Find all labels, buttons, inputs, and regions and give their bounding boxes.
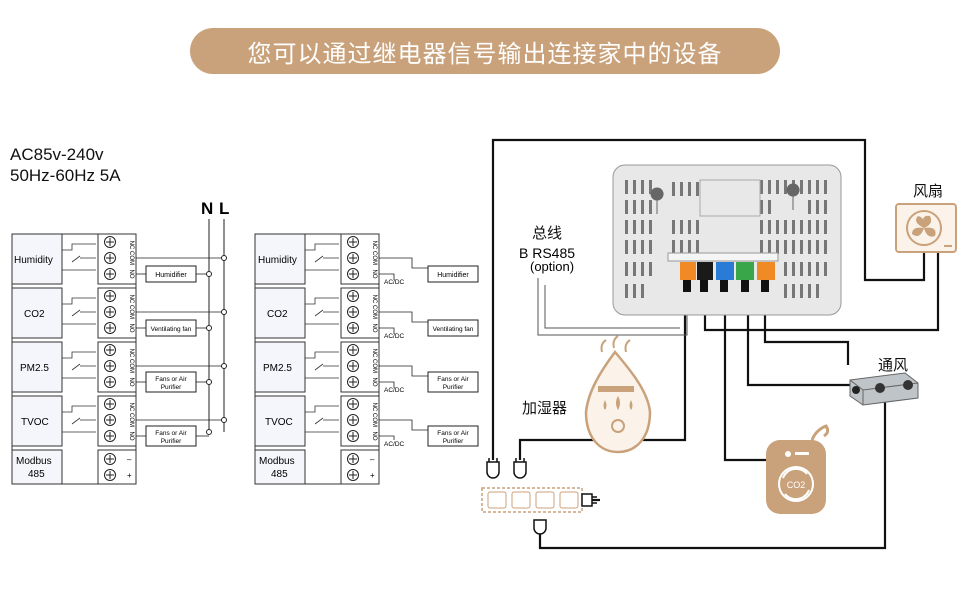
- right-panel: Humidity NC COM NO AC/DC Humidifier CO2 …: [254, 233, 479, 485]
- terminal-no: NO: [128, 432, 134, 441]
- bus-b-rs485: B RS485: [519, 245, 575, 261]
- bus-option: (option): [530, 259, 574, 274]
- device-label: Ventilating fan: [151, 326, 192, 333]
- terminal-nc: NC: [128, 241, 134, 250]
- device-label-2: Purifier: [161, 438, 182, 445]
- terminal-no: NO: [371, 270, 377, 279]
- modbus-plus: +: [127, 471, 132, 480]
- terminal-com: COM: [371, 413, 377, 427]
- terminal-no: NO: [371, 378, 377, 387]
- terminal-com: COM: [371, 359, 377, 373]
- left-module-tvoc: TVOC NC COM NO Fans or Air Purifier: [11, 395, 227, 447]
- left-module-pm25: PM2.5 NC COM NO Fans or Air Purifier: [11, 341, 227, 393]
- left-module-humidity: Humidity NC COM NO Humidifier: [11, 233, 227, 285]
- terminal-no: NO: [371, 432, 377, 441]
- terminal-orange-2: [757, 262, 775, 280]
- co2-device-icon: CO2: [766, 424, 830, 514]
- terminal-no: NO: [371, 324, 377, 333]
- terminal-no: NO: [128, 378, 134, 387]
- acdc-label: AC/DC: [384, 333, 405, 340]
- terminal-green: [736, 262, 754, 280]
- terminal-nc: NC: [371, 241, 377, 250]
- terminal-no: NO: [128, 324, 134, 333]
- acdc-label: AC/DC: [384, 387, 405, 394]
- modbus-number: 485: [271, 469, 288, 480]
- vent-label: 通风: [878, 356, 908, 374]
- right-module-humidity: Humidity NC COM NO AC/DC Humidifier: [254, 233, 479, 286]
- power-spec-frequency: 50Hz-60Hz 5A: [10, 166, 121, 185]
- mount-hole-left: [650, 187, 664, 214]
- device-label: Humidifier: [155, 272, 187, 279]
- sensor-label: TVOC: [21, 417, 49, 428]
- terminal-orange: [680, 262, 696, 280]
- device-label: Fans or Air: [437, 430, 469, 437]
- terminal-com: COM: [128, 413, 134, 427]
- sensor-label: CO2: [267, 309, 288, 320]
- neutral-label: N: [201, 199, 213, 218]
- left-module-modbus: Modbus 485 – +: [11, 449, 137, 485]
- sensor-label: PM2.5: [263, 363, 292, 374]
- vent-slots-right: [760, 180, 827, 298]
- terminal-nc: NC: [371, 295, 377, 304]
- sensor-label: Humidity: [258, 255, 297, 266]
- title: 您可以通过继电器信号输出连接家中的设备: [247, 39, 723, 68]
- left-module-co2: CO2 NC COM NO Ventilating fan: [11, 287, 227, 339]
- sensor-label: Humidity: [14, 255, 53, 266]
- modbus-minus: –: [127, 455, 132, 464]
- vent-slots-left: [625, 180, 699, 298]
- device-label-2: Purifier: [443, 438, 464, 445]
- device-label: Fans or Air: [155, 376, 187, 383]
- terminal-blue: [716, 262, 734, 280]
- co2-label: CO2: [787, 480, 806, 490]
- terminal-com: COM: [128, 359, 134, 373]
- label-area: [699, 179, 761, 217]
- terminal-nc: NC: [128, 349, 134, 358]
- device-label: Fans or Air: [155, 430, 187, 437]
- terminal-black: [697, 262, 713, 280]
- sensor-label: TVOC: [265, 417, 293, 428]
- terminal-nc: NC: [128, 403, 134, 412]
- acdc-label: AC/DC: [384, 441, 405, 448]
- terminal-nc: NC: [371, 403, 377, 412]
- terminal-no: NO: [128, 270, 134, 279]
- power-strip-icon: [481, 458, 597, 535]
- modbus-plus: +: [370, 471, 375, 480]
- modbus-label: Modbus: [259, 456, 295, 467]
- fan-icon: 风扇: [895, 182, 957, 253]
- humidifier-icon: 加湿器: [522, 335, 652, 454]
- right-module-co2: CO2 NC COM NO AC/DC Ventilating fan: [254, 287, 479, 340]
- modbus-number: 485: [28, 469, 45, 480]
- sensor-label: CO2: [24, 309, 45, 320]
- device-label: Humidifier: [437, 272, 469, 279]
- device-label: Fans or Air: [437, 376, 469, 383]
- power-spec-voltage: AC85v-240v: [10, 145, 104, 164]
- right-module-pm25: PM2.5 NC COM NO AC/DC Fans or Air Purifi…: [254, 341, 479, 394]
- device-label-2: Purifier: [161, 384, 182, 391]
- terminal-com: COM: [128, 305, 134, 319]
- modbus-label: Modbus: [16, 456, 52, 467]
- device-label-2: Purifier: [443, 384, 464, 391]
- rs485-bus: [537, 278, 688, 336]
- fan-label: 风扇: [913, 182, 943, 200]
- title-banner: 您可以通过继电器信号输出连接家中的设备: [190, 28, 780, 74]
- terminal-com: COM: [371, 251, 377, 265]
- ventilation-unit-icon: 通风: [849, 356, 919, 406]
- bus-label: 总线: [532, 224, 562, 242]
- humidifier-label: 加湿器: [522, 399, 567, 417]
- right-module-modbus: Modbus 485 – +: [254, 449, 380, 485]
- controller-back-panel: [612, 164, 842, 316]
- sensor-label: PM2.5: [20, 363, 49, 374]
- live-label: L: [219, 199, 229, 218]
- terminal-nc: NC: [128, 295, 134, 304]
- terminal-nc: NC: [371, 349, 377, 358]
- right-module-tvoc: TVOC NC COM NO AC/DC Fans or Air Purifie…: [254, 395, 479, 448]
- acdc-label: AC/DC: [384, 279, 405, 286]
- terminal-com: COM: [128, 251, 134, 265]
- modbus-minus: –: [370, 455, 375, 464]
- device-label: Ventilating fan: [433, 326, 474, 333]
- left-panel: Humidity NC COM NO Humidifier CO2 NC C: [11, 233, 227, 485]
- terminal-com: COM: [371, 305, 377, 319]
- mount-hole-right: [786, 183, 800, 210]
